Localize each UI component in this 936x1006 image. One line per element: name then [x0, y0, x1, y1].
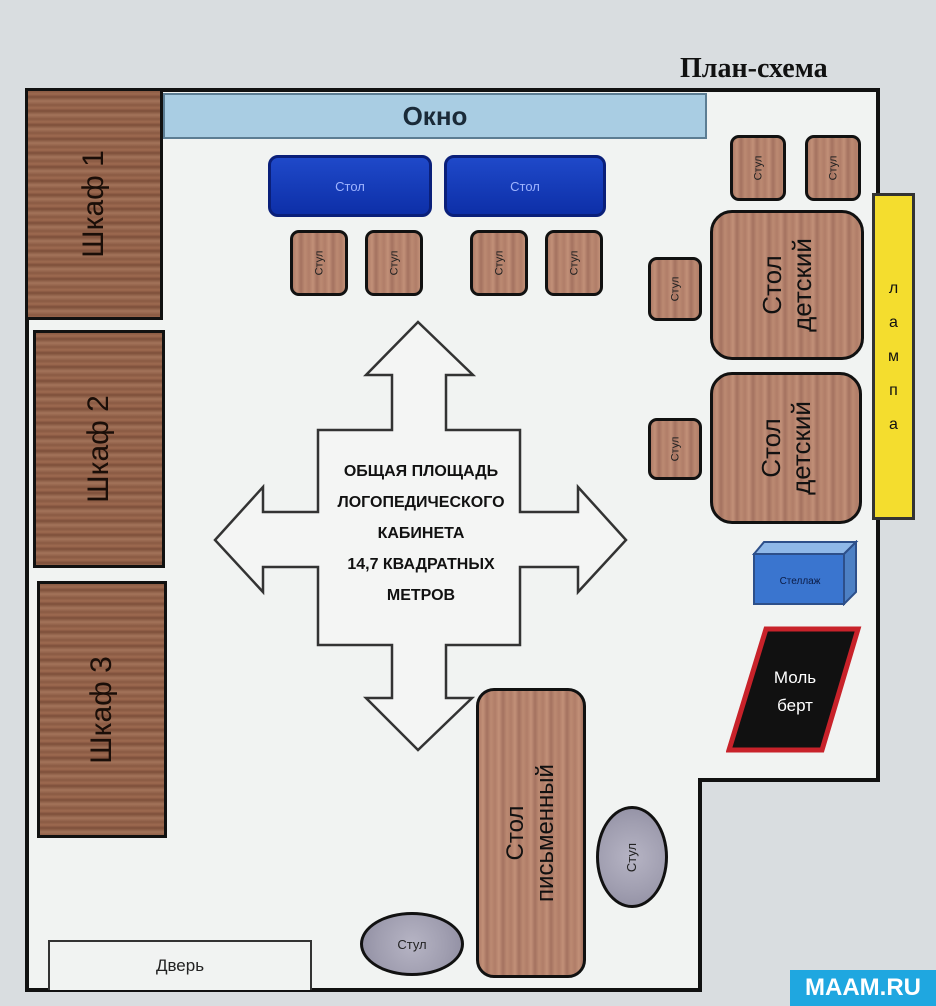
rack-shape: [752, 540, 859, 606]
cabinet-3: Шкаф 3: [37, 581, 167, 838]
watermark-logo: MAAM.RU: [790, 970, 936, 1006]
chair-6: Стул: [805, 135, 861, 201]
door: Дверь: [48, 940, 312, 990]
chair-2: Стул: [365, 230, 423, 296]
area-line-1: ОБЩАЯ ПЛОЩАДЬ: [343, 463, 499, 480]
chair-5: Стул: [730, 135, 786, 201]
chair-4: Стул: [545, 230, 603, 296]
cabinet-1: Шкаф 1: [25, 88, 163, 320]
blue-table-1-label: Стол: [335, 178, 365, 194]
oval-chair-right: Стул: [596, 806, 668, 908]
area-line-3: КАБИНЕТА: [377, 525, 465, 542]
lamp-letter-4: п: [889, 381, 898, 399]
area-line-5: МЕТРОВ: [386, 587, 456, 604]
easel-line2: берт: [777, 696, 813, 715]
blue-table-2-label: Стол: [510, 178, 540, 194]
chair-8: Стул: [648, 418, 702, 480]
easel-line1: Моль: [773, 668, 817, 687]
area-line-4: 14,7 КВАДРАТНЫХ: [347, 556, 495, 573]
blue-table-1: Стол: [268, 155, 432, 217]
lamp-letter-3: м: [888, 347, 899, 365]
writing-desk: Стол письменный: [476, 688, 586, 978]
oval-chair-bottom: Стул: [360, 912, 464, 976]
area-line-2: ЛОГОПЕДИЧЕСКОГО: [337, 494, 505, 511]
blue-table-2: Стол: [444, 155, 606, 217]
chair-7: Стул: [648, 257, 702, 321]
easel-label: Моль берт: [740, 652, 850, 732]
writing-desk-label: Стол письменный: [502, 764, 560, 902]
lamp-letter-5: а: [889, 415, 898, 433]
rack-label: Стеллаж: [779, 575, 821, 587]
area-text: ОБЩАЯ ПЛОЩАДЬ ЛОГОПЕДИЧЕСКОГО КАБИНЕТА 1…: [296, 456, 546, 632]
door-label: Дверь: [155, 956, 205, 975]
window: Окно: [163, 93, 707, 139]
chair-1: Стул: [290, 230, 348, 296]
chair-3: Стул: [470, 230, 528, 296]
lamp: л а м п а: [872, 193, 915, 520]
cabinet-2: Шкаф 2: [33, 330, 165, 568]
window-label: Окно: [402, 100, 468, 131]
lamp-letter-1: л: [888, 279, 899, 297]
oval-chair-bottom-label: Стул: [397, 936, 427, 952]
plan-title: План-схема: [680, 53, 828, 84]
oval-chair-right-label: Стул: [624, 842, 640, 872]
easel-shape: [726, 626, 862, 753]
lamp-letter-2: а: [889, 313, 898, 331]
